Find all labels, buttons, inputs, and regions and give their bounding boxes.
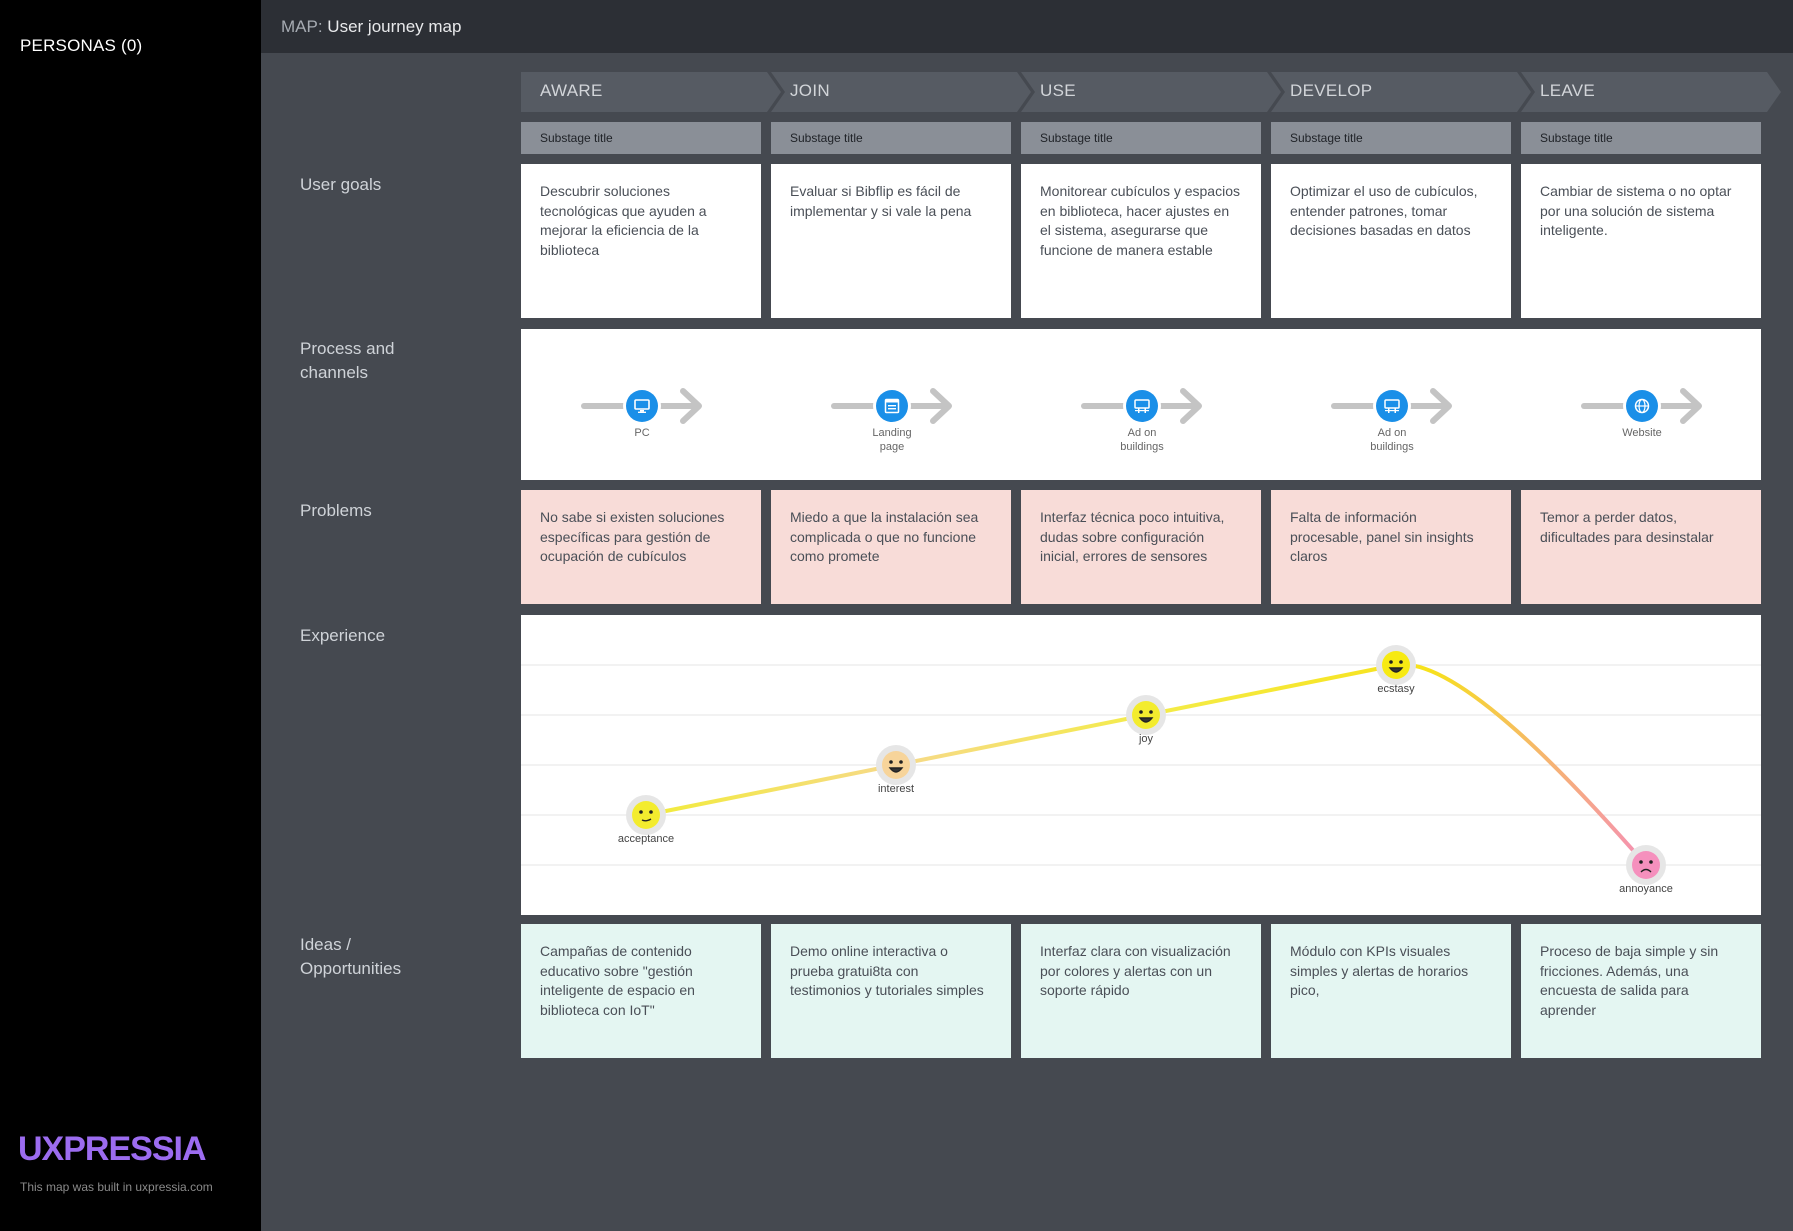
chevron-right-icon [1680,388,1702,424]
channel-dot [1376,390,1408,422]
stage-chevron-shape [1021,72,1281,112]
billboard-icon [1134,399,1150,413]
row-label-process-line1: Process and [300,339,395,358]
channel-dot [1626,390,1658,422]
stage-label: DEVELOP [1290,81,1373,100]
acceptance-emotion-icon[interactable] [626,795,666,835]
ecstasy-emotion-icon[interactable] [1376,645,1416,685]
map-title-name: User journey map [327,17,462,36]
stage-use[interactable]: USE [1021,72,1281,112]
landing-page-icon [884,398,900,414]
monitor-icon [634,399,650,413]
row-label-process-line2: channels [300,363,369,382]
stage-chevron-shape [771,72,1031,112]
chevron-right-icon [930,388,952,424]
stage-chevron-shape [1271,72,1531,112]
built-by-note: This map was built in uxpressia.com [20,1180,213,1194]
annoyance-emotion-icon[interactable] [1626,845,1666,885]
stage-label: AWARE [540,81,603,100]
channel-dot [1126,390,1158,422]
problem-card[interactable]: Falta de información procesable, panel s… [1271,490,1511,604]
substage-header[interactable]: Substage title [521,122,761,154]
idea-card[interactable]: Demo online interactiva o prueba gratui8… [771,924,1011,1058]
stage-label: LEAVE [1540,81,1596,100]
map-canvas: MAP: User journey map User goals Process… [261,0,1793,1231]
user-goal-card[interactable]: Evaluar si Bibflip es fácil de implement… [771,164,1011,318]
stage-label: USE [1040,81,1076,100]
chevron-right-icon [1430,388,1452,424]
stage-chevron-shape [1521,72,1781,112]
interest-emotion-icon[interactable] [876,745,916,785]
substage-header[interactable]: Substage title [771,122,1011,154]
user-goal-card[interactable]: Optimizar el uso de cubículos, entender … [1271,164,1511,318]
channel-dot [876,390,908,422]
problem-card[interactable]: Interfaz técnica poco intuitiva, dudas s… [1021,490,1261,604]
channel-label: PC [634,427,650,439]
user-goal-card[interactable]: Descubrir soluciones tecnológicas que ay… [521,164,761,318]
row-label-ideas-line1: Ideas / [300,935,352,954]
uxpressia-logo[interactable]: UXPRESSIA [18,1130,206,1168]
stage-label: JOIN [790,81,830,100]
emotion-label: annoyance [1619,883,1673,895]
substage-header[interactable]: Substage title [1271,122,1511,154]
channel-dot [626,390,658,422]
channel-label: Website [1622,427,1662,439]
substage-title: Substage title [1290,131,1363,145]
top-bar: MAP: User journey map [261,0,1793,53]
row-label-user-goals[interactable]: User goals [300,175,382,194]
idea-card[interactable]: Proceso de baja simple y sin fricciones.… [1521,924,1761,1058]
row-label-ideas-line2: Opportunities [300,959,402,978]
stage-develop[interactable]: DEVELOP [1271,72,1531,112]
channel-item[interactable]: Website [1521,329,1771,480]
sidebar: PERSONAS (0) UXPRESSIA This map was buil… [0,0,261,1231]
substage-title: Substage title [790,131,863,145]
problem-card[interactable]: Miedo a que la instalación sea complicad… [771,490,1011,604]
globe-icon [1634,398,1650,414]
substage-header[interactable]: Substage title [1521,122,1761,154]
problem-card[interactable]: No sabe si existen soluciones específica… [521,490,761,604]
emotion-label: interest [877,783,915,795]
experience-curve-svg [521,645,1761,885]
problem-card[interactable]: Temor a perder datos, dificultades para … [1521,490,1761,604]
stage-join[interactable]: JOIN [771,72,1031,112]
row-label-process[interactable]: Process and channels [300,337,395,385]
billboard-icon [1384,399,1400,413]
emotion-label: acceptance [617,833,675,845]
emotion-label: joy [1138,733,1154,745]
row-label-ideas[interactable]: Ideas / Opportunities [300,933,401,981]
stage-aware[interactable]: AWARE [521,72,781,112]
personas-link[interactable]: PERSONAS (0) [20,36,143,55]
stage-chevron-shape [521,72,781,112]
map-title[interactable]: MAP: User journey map [281,17,461,37]
user-goal-card[interactable]: Monitorear cubículos y espacios en bibli… [1021,164,1261,318]
substage-title: Substage title [1040,131,1113,145]
row-label-problems[interactable]: Problems [300,501,372,520]
substage-title: Substage title [540,131,613,145]
user-goal-card[interactable]: Cambiar de sistema o no optar por una so… [1521,164,1761,318]
stage-leave[interactable]: LEAVE [1521,72,1781,112]
channel-item[interactable]: PC [521,329,771,480]
substage-title: Substage title [1540,131,1613,145]
row-label-experience[interactable]: Experience [300,626,386,645]
idea-card[interactable]: Módulo con KPIs visuales simples y alert… [1271,924,1511,1058]
experience-chart: acceptance interest joy ecstasy annoyance [521,615,1761,915]
chevron-right-icon [1180,388,1202,424]
emotion-label: ecstasy [1377,683,1415,695]
idea-card[interactable]: Interfaz clara con visualización por col… [1021,924,1261,1058]
substage-header[interactable]: Substage title [1021,122,1261,154]
chevron-right-icon [680,388,702,424]
idea-card[interactable]: Campañas de contenido educativo sobre "g… [521,924,761,1058]
map-title-prefix: MAP: [281,17,323,36]
joy-emotion-icon[interactable] [1126,695,1166,735]
